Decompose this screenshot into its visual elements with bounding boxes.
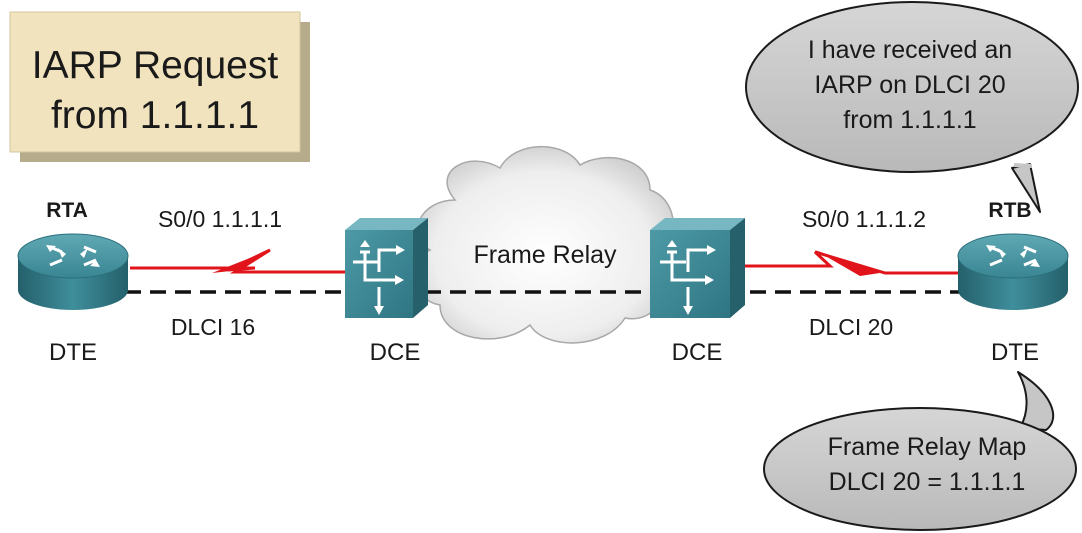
frame-relay-cloud: Frame Relay <box>413 145 674 344</box>
bubble-top-line-2: IARP on DLCI 20 <box>814 71 1005 99</box>
serial-link-right-zigzag <box>815 250 880 276</box>
speech-bubble-bottom-body <box>763 407 1077 531</box>
bubble-top-line-3: from 1.1.1.1 <box>843 106 976 134</box>
router-rta-name: RTA <box>46 199 88 222</box>
serial-link-left-zigzag <box>212 252 265 273</box>
title-box: IARP Request from 1.1.1.1 <box>9 11 310 162</box>
router-rtb: RTB DTE S0/0 1.1.1.2 DLCI 20 <box>802 199 1069 366</box>
switch-left-role: DCE <box>370 339 421 366</box>
router-icon <box>957 233 1069 310</box>
switch-right: DCE <box>650 218 745 366</box>
router-icon <box>17 233 129 310</box>
switch-left: DCE <box>345 218 428 366</box>
router-rta-role: DTE <box>49 339 97 366</box>
cloud-label: Frame Relay <box>473 241 617 269</box>
title-line-1: IARP Request <box>32 44 279 87</box>
router-rta: RTA DTE S0/0 1.1.1.1 DLCI 16 <box>17 199 282 366</box>
speech-bubble-top-seam <box>1013 163 1033 168</box>
frame-relay-switch-icon <box>345 218 428 318</box>
router-rtb-name: RTB <box>988 199 1031 222</box>
serial-link-right-line <box>745 250 960 275</box>
frame-relay-switch-icon <box>650 218 745 318</box>
router-rta-dlci: DLCI 16 <box>171 314 255 340</box>
switch-right-role: DCE <box>672 339 723 366</box>
router-rtb-role: DTE <box>991 339 1039 366</box>
router-rta-interface: S0/0 1.1.1.1 <box>158 206 282 232</box>
speech-bubble-bottom-tail <box>1017 371 1055 431</box>
serial-link-left <box>130 248 345 274</box>
speech-bubble-top: I have received an IARP on DLCI 20 from … <box>745 1 1079 213</box>
speech-bubble-bottom: Frame Relay Map DLCI 20 = 1.1.1.1 <box>763 371 1077 531</box>
router-rtb-dlci: DLCI 20 <box>809 314 893 340</box>
bubble-top-line-1: I have received an <box>808 36 1012 64</box>
title-box-panel <box>9 11 301 153</box>
title-line-2: from 1.1.1.1 <box>51 94 259 137</box>
bubble-bottom-line-2: DLCI 20 = 1.1.1.1 <box>829 468 1026 496</box>
router-rtb-interface: S0/0 1.1.1.2 <box>802 206 926 232</box>
bubble-bottom-line-1: Frame Relay Map <box>828 433 1027 461</box>
serial-link-right <box>745 250 960 276</box>
speech-bubble-top-body <box>745 1 1079 173</box>
